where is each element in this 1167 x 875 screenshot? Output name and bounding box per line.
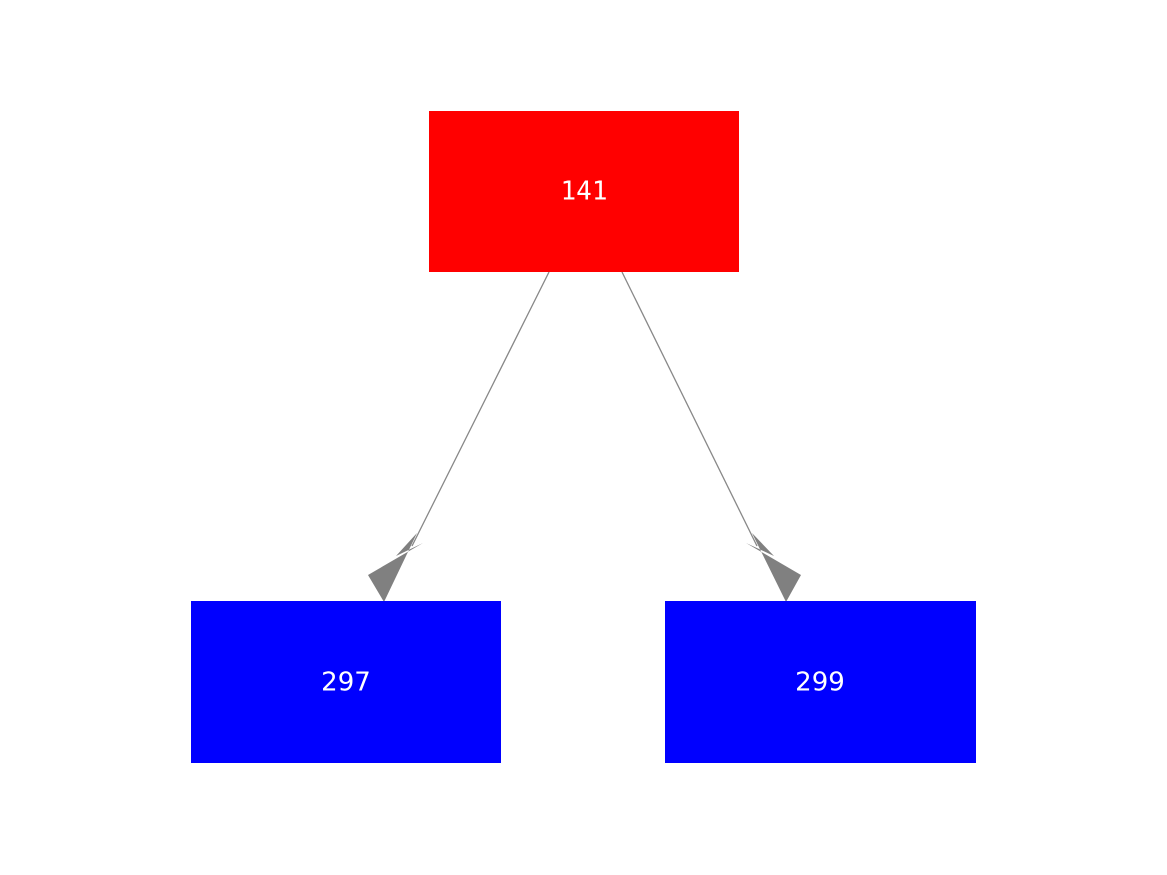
node-right-child-rect[interactable] — [665, 601, 976, 763]
arrowhead-icon — [368, 533, 423, 602]
node-right-child[interactable]: 299 — [665, 601, 976, 763]
node-left-child-rect[interactable] — [191, 601, 501, 763]
node-left-child[interactable]: 297 — [191, 601, 501, 763]
node-left-child-label: 297 — [321, 668, 371, 698]
node-root-label: 141 — [561, 177, 608, 207]
edge-root-to-left-child[interactable] — [368, 271, 550, 602]
nodes-group: 141 297 299 — [191, 111, 976, 763]
node-right-child-label: 299 — [795, 668, 845, 698]
node-root[interactable]: 141 — [429, 111, 739, 272]
edge-line — [621, 271, 758, 547]
edges-group — [368, 271, 801, 602]
edge-line — [411, 271, 550, 547]
edge-root-to-right-child[interactable] — [621, 271, 801, 602]
arrowhead-icon — [746, 533, 801, 602]
node-root-rect[interactable] — [429, 111, 739, 272]
